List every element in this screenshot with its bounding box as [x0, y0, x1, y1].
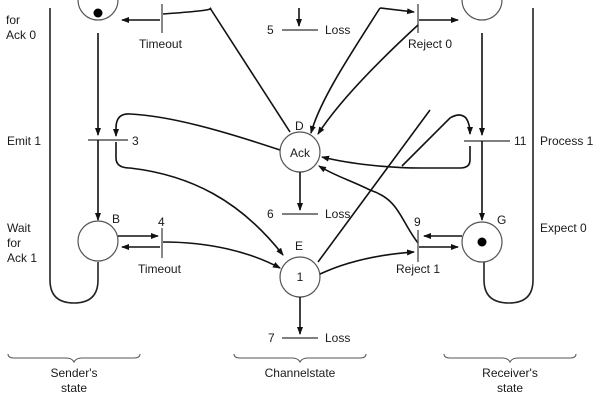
label-e: E: [295, 239, 303, 253]
label-for: for: [6, 13, 20, 27]
arc-to-reject0: [379, 7, 415, 15]
arc-to-11: [401, 114, 473, 167]
label-b: B: [112, 212, 120, 226]
label-ack: Ack: [290, 146, 311, 160]
label-reject1: Reject 1: [396, 262, 440, 276]
token-icon: [477, 237, 487, 247]
label-channel: Channelstate: [265, 366, 336, 380]
arc-e-to-9: [319, 249, 415, 275]
label-t5: 5: [267, 23, 274, 37]
label-loss7: Loss: [325, 331, 350, 345]
label-ack0: Ack 0: [6, 28, 36, 42]
label-for2: for: [7, 236, 21, 250]
arc-e-to-process: [317, 109, 431, 263]
label-t3: 3: [132, 134, 139, 148]
label-t4: 4: [158, 215, 165, 229]
arc-3-to-e: [115, 142, 284, 256]
receiver-brace: [443, 353, 577, 364]
arc-d-to-3: [113, 113, 281, 151]
label-one: 1: [297, 270, 304, 284]
label-ack1: Ack 1: [7, 251, 37, 265]
receiver-state-loop: [483, 8, 534, 304]
channel-brace: [233, 353, 367, 364]
label-timeout-top: Timeout: [139, 37, 183, 51]
label-emit1: Emit 1: [7, 134, 41, 148]
label-process1: Process 1: [540, 134, 594, 148]
label-receiver-1: Receiver's: [482, 366, 538, 380]
sender-brace: [7, 353, 141, 364]
arc-reject0-to-d: [317, 24, 419, 135]
token-icon: [93, 8, 103, 18]
label-receiver-2: state: [497, 381, 523, 395]
label-expect0: Expect 0: [540, 221, 587, 235]
label-t11: 11: [514, 134, 527, 148]
label-loss5: Loss: [325, 23, 350, 37]
label-wait: Wait: [7, 221, 31, 235]
label-t9: 9: [414, 215, 421, 229]
label-sender-2: state: [61, 381, 87, 395]
place-a: [77, 0, 119, 21]
label-reject0: Reject 0: [408, 37, 452, 51]
place-f: [461, 0, 503, 21]
arc-to-d-2: [309, 7, 381, 134]
arc-to-d: [209, 7, 291, 133]
label-t6: 6: [267, 207, 274, 221]
arc-9-to-d: [318, 165, 419, 244]
label-g: G: [497, 213, 506, 227]
sender-state-loop: [49, 8, 99, 304]
arc-11-to-d: [321, 146, 471, 169]
place-b: [77, 220, 119, 262]
label-loss6: Loss: [325, 207, 350, 221]
label-sender-1: Sender's: [51, 366, 98, 380]
arc-timeout-out: [162, 7, 212, 15]
label-d: D: [295, 119, 304, 133]
label-timeout-bottom: Timeout: [138, 262, 182, 276]
label-t7: 7: [268, 331, 275, 345]
arc-4-to-e: [162, 241, 281, 269]
